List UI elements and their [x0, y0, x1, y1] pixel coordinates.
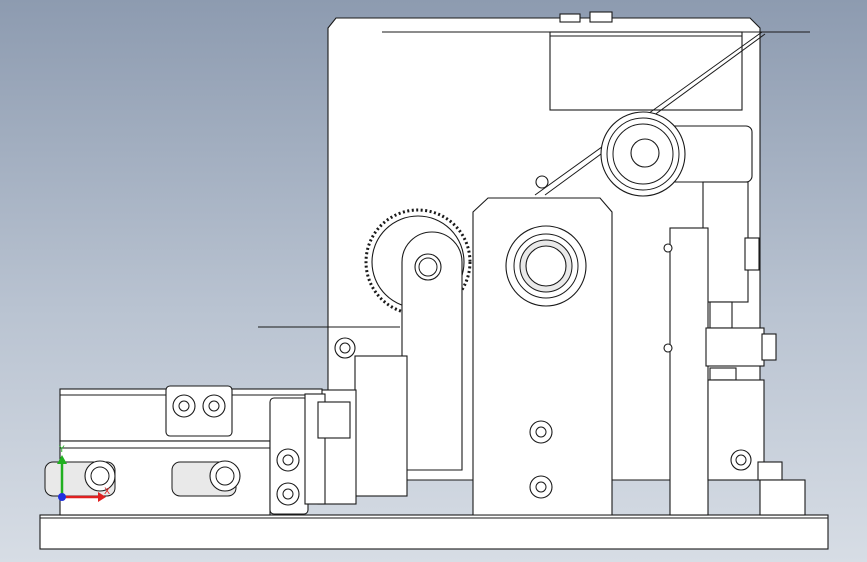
spring-rod-top[interactable]	[709, 301, 733, 329]
nut[interactable]	[709, 367, 737, 381]
gear-link-arm[interactable]	[401, 231, 463, 471]
top-bolt-head[interactable]	[559, 13, 581, 23]
bracket-screw[interactable]	[730, 449, 752, 471]
clamp-screw-1[interactable]	[172, 394, 196, 418]
housing-screw-1[interactable]	[529, 420, 553, 444]
housing-screw-2[interactable]	[529, 475, 553, 499]
bracket-stop[interactable]	[757, 461, 783, 481]
right-column-pin[interactable]	[744, 237, 760, 271]
piston-rod[interactable]	[317, 401, 351, 439]
z-axis-marker	[58, 493, 66, 501]
clamp-screw-2[interactable]	[202, 394, 226, 418]
y-axis-label: Y	[58, 445, 65, 455]
spring-housing[interactable]	[705, 327, 765, 367]
end-cap-screw-2[interactable]	[276, 482, 300, 506]
end-cap-screw-1[interactable]	[276, 448, 300, 472]
top-clamp-block[interactable]	[549, 31, 743, 111]
lower-right-column[interactable]	[669, 227, 709, 516]
base-plate[interactable]	[39, 514, 829, 550]
plate-bolt[interactable]	[334, 337, 356, 359]
right-column[interactable]	[702, 181, 749, 303]
coordinate-triad: X Y	[57, 445, 110, 502]
top-bolt-head-2[interactable]	[589, 11, 613, 23]
roller-axle[interactable]	[630, 138, 660, 168]
x-axis-label: X	[104, 487, 110, 497]
small-pin[interactable]	[535, 175, 549, 189]
slide-block[interactable]	[354, 355, 408, 497]
spring-housing-pin[interactable]	[761, 333, 777, 361]
lower-right-block[interactable]	[759, 479, 806, 516]
